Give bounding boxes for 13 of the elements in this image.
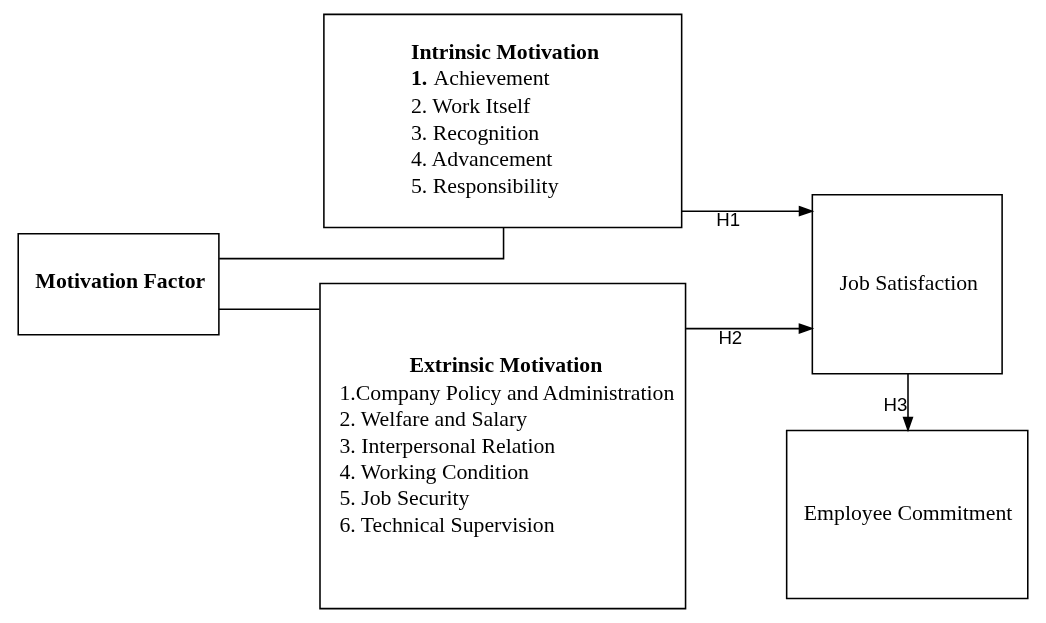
node-box: Motivation Factor: [17, 232, 220, 336]
edge-label: H3: [883, 393, 908, 415]
edge-label: H2: [718, 326, 743, 348]
arrow: [681, 205, 815, 217]
node-box: Employee Commitment: [785, 429, 1029, 600]
edge-label: H1: [716, 209, 741, 231]
node-box: Intrinsic Motivation 1. Achievement 2. Work Itself 3. Recognition 4. Advancement 5. Responsibility: [323, 13, 683, 229]
connector: [218, 308, 321, 310]
arrow: [685, 323, 815, 335]
node-box: Extrinsic Motivation 1.Company Policy and Administration 2. Welfare and Salary 3. Interpersonal Relation 4. Working Condition 5. Job Security 6. Technical Supervision: [319, 282, 687, 610]
node-box: Job Satisfaction: [811, 194, 1003, 375]
connector: [218, 227, 505, 260]
arrow: [902, 373, 914, 433]
